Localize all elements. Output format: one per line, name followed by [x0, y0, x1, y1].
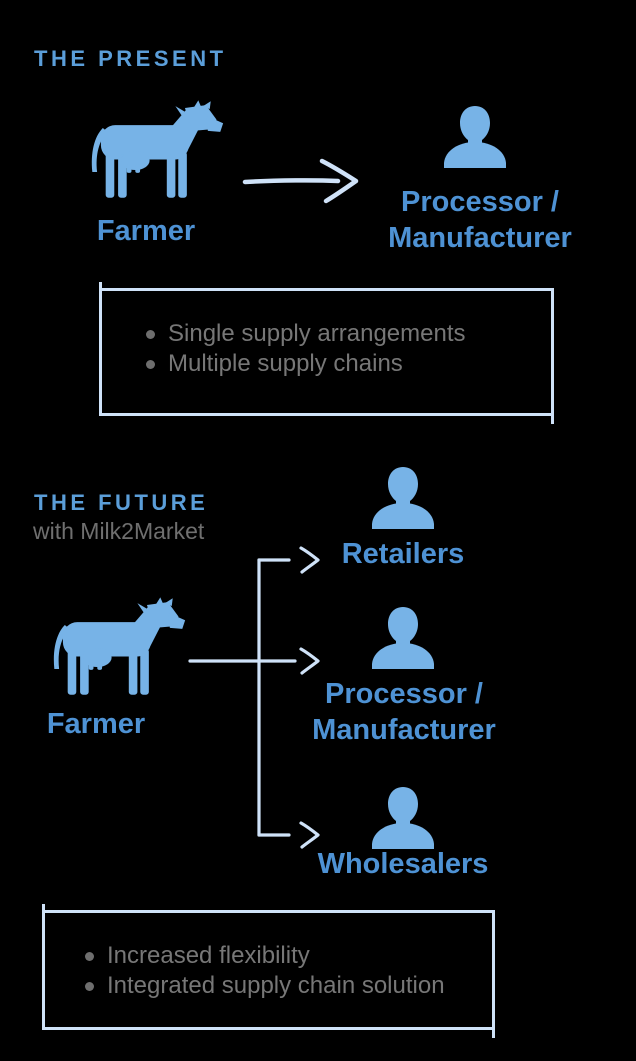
note-text: Single supply arrangements: [168, 320, 466, 347]
person-icon: [372, 467, 434, 529]
future-processor-label: Processor / Manufacturer: [294, 676, 514, 748]
present-farmer-label: Farmer: [96, 215, 196, 247]
present-section-title: THE PRESENT: [34, 46, 227, 71]
list-item: Integrated supply chain solution: [85, 971, 492, 1001]
present-notes-list: Single supply arrangements Multiple supp…: [102, 291, 551, 379]
present-processor-label-line1: Processor /: [401, 186, 559, 218]
person-icon: [372, 787, 434, 849]
note-text: Multiple supply chains: [168, 350, 403, 377]
present-processor-label-line2: Manufacturer: [388, 222, 572, 254]
future-retailers-label: Retailers: [341, 538, 465, 570]
person-icon: [444, 106, 506, 168]
bullet-dot-icon: [146, 329, 155, 339]
person-icon: [372, 607, 434, 669]
note-text: Integrated supply chain solution: [107, 972, 445, 999]
list-item: Increased flexibility: [85, 941, 492, 971]
future-notes-box: Increased flexibility Integrated supply …: [42, 904, 495, 1038]
future-processor-label-line1: Processor /: [325, 678, 483, 710]
branching-arrows-icon: [188, 546, 320, 849]
cow-icon: [91, 100, 224, 198]
present-notes-box: Single supply arrangements Multiple supp…: [99, 282, 554, 424]
cow-icon: [53, 597, 186, 695]
future-subtitle: with Milk2Market: [33, 518, 205, 544]
list-item: Single supply arrangements: [146, 319, 551, 349]
future-section-title: THE FUTURE: [34, 490, 209, 515]
future-processor-label-line2: Manufacturer: [312, 714, 496, 746]
present-processor-label: Processor / Manufacturer: [370, 184, 590, 256]
list-item: Multiple supply chains: [146, 349, 551, 379]
future-notes-list: Increased flexibility Integrated supply …: [45, 913, 492, 1001]
bullet-dot-icon: [85, 951, 94, 961]
arrow-right-icon: [242, 158, 359, 204]
note-text: Increased flexibility: [107, 942, 310, 969]
bullet-dot-icon: [85, 981, 94, 991]
future-wholesalers-label: Wholesalers: [317, 848, 489, 880]
bullet-dot-icon: [146, 359, 155, 369]
future-farmer-label: Farmer: [46, 708, 146, 740]
